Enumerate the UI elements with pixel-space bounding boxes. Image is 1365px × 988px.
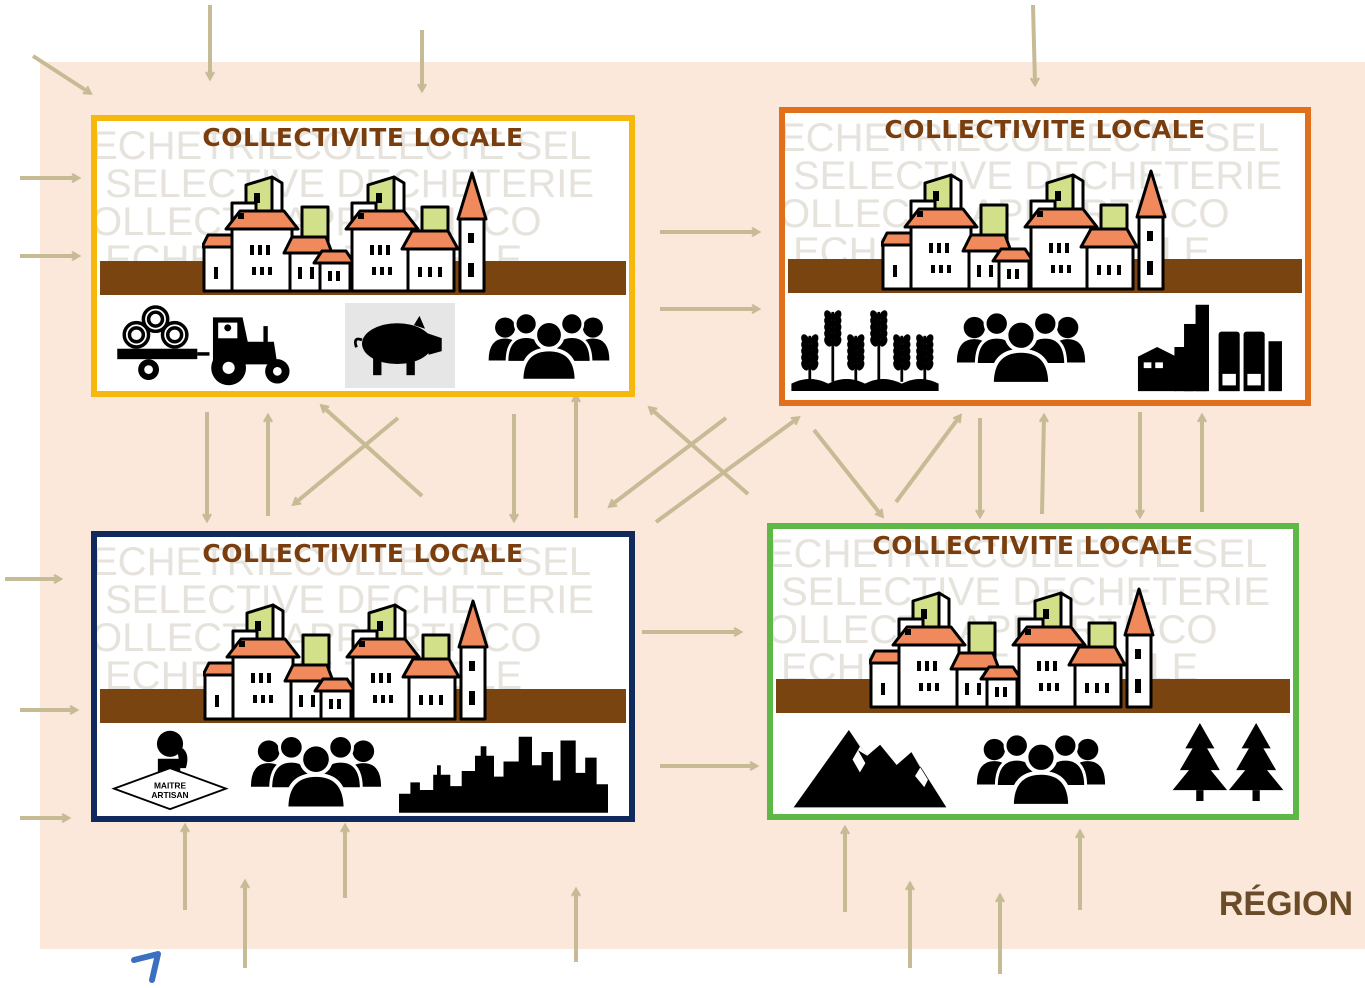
mountain-icon bbox=[775, 715, 965, 814]
arrow-in-diag bbox=[31, 54, 90, 93]
arrow-cross-4 bbox=[812, 428, 882, 516]
svg-text:ARTISAN: ARTISAN bbox=[151, 790, 188, 800]
arrow-y-n-diag-1 bbox=[294, 416, 400, 504]
panel-title: COLLECTIVITE LOCALE bbox=[872, 531, 1194, 560]
hay-trailer-tractor-icon bbox=[97, 296, 315, 391]
panel-title: COLLECTIVITE LOCALE bbox=[202, 539, 524, 568]
crowd-icon bbox=[481, 299, 617, 389]
crowd-icon bbox=[949, 299, 1093, 391]
svg-text:MAITRE: MAITRE bbox=[154, 781, 187, 791]
arrow-cross-5 bbox=[894, 416, 960, 504]
town-illustration bbox=[867, 575, 1169, 726]
maitre-artisan-icon: MAITRE ARTISAN bbox=[103, 723, 237, 815]
arrow-in-top-3 bbox=[1033, 4, 1035, 84]
region-label: RÉGION bbox=[1218, 885, 1353, 923]
arrow-y-n-diag-2 bbox=[322, 406, 424, 498]
town-illustration bbox=[201, 587, 503, 738]
arrow-cross-3 bbox=[654, 418, 798, 524]
city-skyline-icon bbox=[395, 723, 629, 816]
crowd-icon bbox=[969, 721, 1113, 813]
town-illustration bbox=[879, 157, 1181, 308]
crowd-icon bbox=[243, 723, 389, 815]
panel-title: COLLECTIVITE LOCALE bbox=[202, 123, 524, 152]
town-illustration bbox=[200, 159, 502, 310]
wheat-icon bbox=[787, 295, 943, 395]
arrow-cross-2 bbox=[650, 408, 750, 496]
panel-title: COLLECTIVITE LOCALE bbox=[884, 115, 1206, 144]
factory-icon bbox=[1111, 295, 1305, 399]
pig-icon bbox=[345, 303, 455, 388]
cursor-mark-icon bbox=[131, 951, 161, 983]
arrow-cross-1 bbox=[610, 416, 728, 506]
arrow-o-g-up-1 bbox=[1042, 416, 1044, 515]
fir-trees-icon bbox=[1165, 717, 1291, 807]
